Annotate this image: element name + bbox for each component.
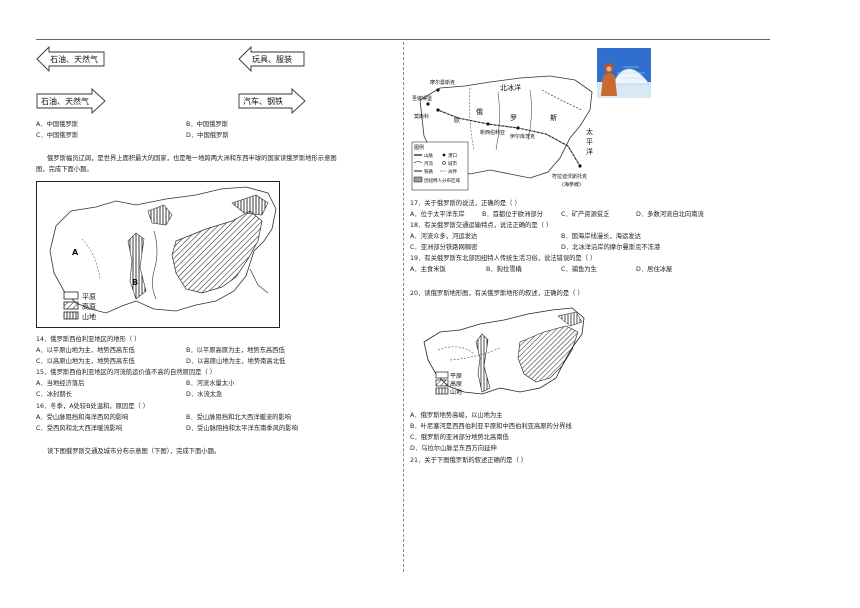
q17-option-b: B．首都位于欧洲部分: [482, 211, 543, 218]
map2-city-petersburg: 圣彼得堡: [412, 95, 432, 102]
q18-option-c: C．亚洲部分铁路网稠密: [410, 244, 478, 251]
q18-option-b: B．国海岸线漫长，海运发达: [561, 233, 641, 240]
q16-option-a: A．受山脉阻挡和海洋西风的影响: [36, 414, 129, 421]
q13-option-a: A．中国俄罗斯: [36, 121, 79, 128]
q19-option-d: D．居住冰屋: [636, 266, 673, 273]
russia-terrain-map: A B 平原 高原 山地: [36, 181, 280, 328]
q16-stem: 16．冬季，A处较B处温和，原因是（ ）: [36, 403, 150, 410]
map2-legend-title: 图例: [414, 144, 424, 151]
q20-stem: 20．读俄罗斯地形图，有关俄罗斯地形的叙述，正确的是（ ）: [410, 290, 584, 297]
q17-option-c: C．矿产资源贫乏: [561, 211, 610, 218]
q19-option-c: C．捕鱼为生: [561, 266, 597, 273]
q20-option-a: A．俄罗斯地势高峻，以山地为主: [410, 412, 503, 419]
intro-paragraph-2: 读下图俄罗斯交通及城市分布示意图（下图），完成下面小题。: [47, 448, 221, 455]
q18-stem: 18．有关俄罗斯交通运输特点，说法正确的是（ ）: [410, 222, 553, 229]
map3-legend-plateau: 高原: [450, 380, 462, 388]
q15-option-d: D．水流太急: [186, 391, 223, 398]
q13-option-c: C．中国俄罗斯: [36, 132, 79, 139]
map2-legend-city: 城市: [448, 160, 457, 167]
q14-stem: 14．俄罗斯西伯利亚地区的地形（ ）: [36, 336, 141, 343]
map2-label-russia-3: 斯: [550, 113, 557, 122]
arrow-left-oil-gas-1: 石油、天然气: [36, 46, 105, 72]
map2-city-moscow: 莫斯科: [414, 113, 429, 120]
map3-legend-plain: 平原: [450, 373, 462, 380]
map2-label-ocean-3: 洋: [586, 147, 593, 156]
map2-city-vladivostok-note: (海参崴): [562, 181, 581, 188]
map2-city-vladivostok: 符拉迪沃斯托克: [552, 173, 587, 180]
q19-option-a: A．主食米饭: [410, 266, 446, 273]
map2-label-ocean-1: 太: [586, 127, 593, 136]
map1-label-a: A: [72, 248, 79, 257]
intro-paragraph-line2: 图，完成下面小题。: [36, 166, 93, 173]
q20-option-c: C．俄罗斯的亚洲部分地势北高南低: [410, 434, 509, 441]
q14-option-c: C．以高原山地为主，地势西高东低: [36, 358, 135, 365]
map2-city-irkutsk: 伊尔库茨克: [510, 133, 535, 140]
arrow-right-oil-gas-2: 石油、天然气: [36, 88, 106, 114]
map2-legend-river: 河流: [424, 160, 433, 167]
russia-terrain-map-q20: 平原 高原 山地: [423, 307, 585, 396]
map2-legend-port: 港口: [448, 152, 457, 159]
q21-stem: 21．关于下图俄罗斯的叙述正确的是（ ）: [410, 457, 528, 464]
map2-label-russia-1: 俄: [476, 107, 483, 116]
map2-legend-continent-border: 洲界: [448, 169, 457, 175]
map2-city-novosibirsk: 新西伯利亚: [480, 129, 505, 136]
russia-transport-map: 摩尔曼斯克 圣彼得堡 莫斯科 新西伯利亚 伊尔库茨克 符拉迪沃斯托克 (海参崴)…: [411, 75, 593, 191]
q15-stem: 15．俄罗斯西伯利亚地区的河流航运价值不高的自然原因是（ ）: [36, 369, 217, 376]
map1-legend-plain: 平原: [82, 293, 96, 301]
q20-option-b: B．叶尼塞河是西西伯利亚平原和中西伯利亚高原的分界线: [410, 423, 572, 430]
q18-option-a: A．河流众多，河运发达: [410, 233, 478, 240]
q20-option-d: D．乌拉尔山脉呈东西方向延伸: [410, 445, 497, 452]
q13-option-d: D．中国俄罗斯: [186, 132, 229, 139]
q17-option-d: D．多数河流自北向南流: [636, 211, 704, 218]
map1-legend-plateau: 高原: [82, 302, 96, 311]
map2-city-murmansk: 摩尔曼斯克: [430, 79, 455, 86]
inuit-igloo-photo: [597, 48, 651, 98]
q14-option-b: B．以平原高原为主，地势东高西低: [186, 347, 285, 354]
q14-option-a: A．以平原山地为主，地势西高东低: [36, 347, 135, 354]
q17-option-a: A．位于太平洋东岸: [410, 211, 465, 218]
arrow-label: 石油、天然气: [41, 96, 89, 106]
map2-label-ocean-2: 平: [586, 138, 593, 146]
q13-option-b: B．中国俄罗斯: [186, 121, 229, 128]
map2-legend-mountain: 山脉: [424, 152, 433, 159]
map2-label-europe: 欧: [454, 116, 460, 124]
arrow-left-toys-clothing: 玩具、服装: [238, 46, 305, 72]
q16-option-c: C．受西风和北大西洋暖流影响: [36, 425, 123, 432]
column-divider: [403, 42, 404, 572]
arrow-label: 汽车、钢铁: [243, 96, 283, 106]
q19-option-b: B．狗拉雪橇: [486, 266, 522, 273]
q15-option-a: A．当地经济落后: [36, 380, 85, 387]
arrow-right-cars-steel: 汽车、钢铁: [238, 88, 306, 114]
q19-stem: 19．有关俄罗斯东北部因纽特人传统生活习俗，说法错误的是（ ）: [410, 255, 597, 262]
q14-option-d: D．以高原山地为主，地势南高北低: [186, 358, 286, 365]
q16-option-d: D．受山脉阻挡和太平洋东南季风的影响: [186, 425, 298, 432]
map3-legend-mountain: 山地: [450, 388, 462, 396]
q18-option-d: D．北冰洋沿岸的摩尔曼斯克不冻港: [561, 244, 661, 251]
arrow-label: 玩具、服装: [252, 54, 292, 64]
q16-option-b: B．受山脉阻挡和北大西洋暖流的影响: [186, 414, 292, 421]
arrow-label: 石油、天然气: [50, 54, 98, 64]
intro-paragraph-line1: 俄罗斯幅员辽阔，是世界上面积最大的国家，也是唯一地跨两大洲和东西半球的国家读俄罗…: [47, 155, 337, 162]
map1-legend-mountain: 山地: [82, 312, 96, 321]
map1-label-b: B: [132, 278, 138, 287]
q17-stem: 17．关于俄罗斯的说法，正确的是（ ）: [410, 200, 521, 207]
q15-option-b: B．河流水量太小: [186, 380, 235, 387]
q15-option-c: C．冰封期长: [36, 391, 72, 398]
page-top-rule: [36, 39, 770, 40]
map2-label-russia-2: 罗: [510, 114, 517, 122]
map2-legend-inuit: 因纽特人分布区域: [424, 177, 460, 184]
map2-label-arctic: 北冰洋: [500, 83, 521, 92]
map2-legend-railway: 铁路: [424, 168, 433, 175]
